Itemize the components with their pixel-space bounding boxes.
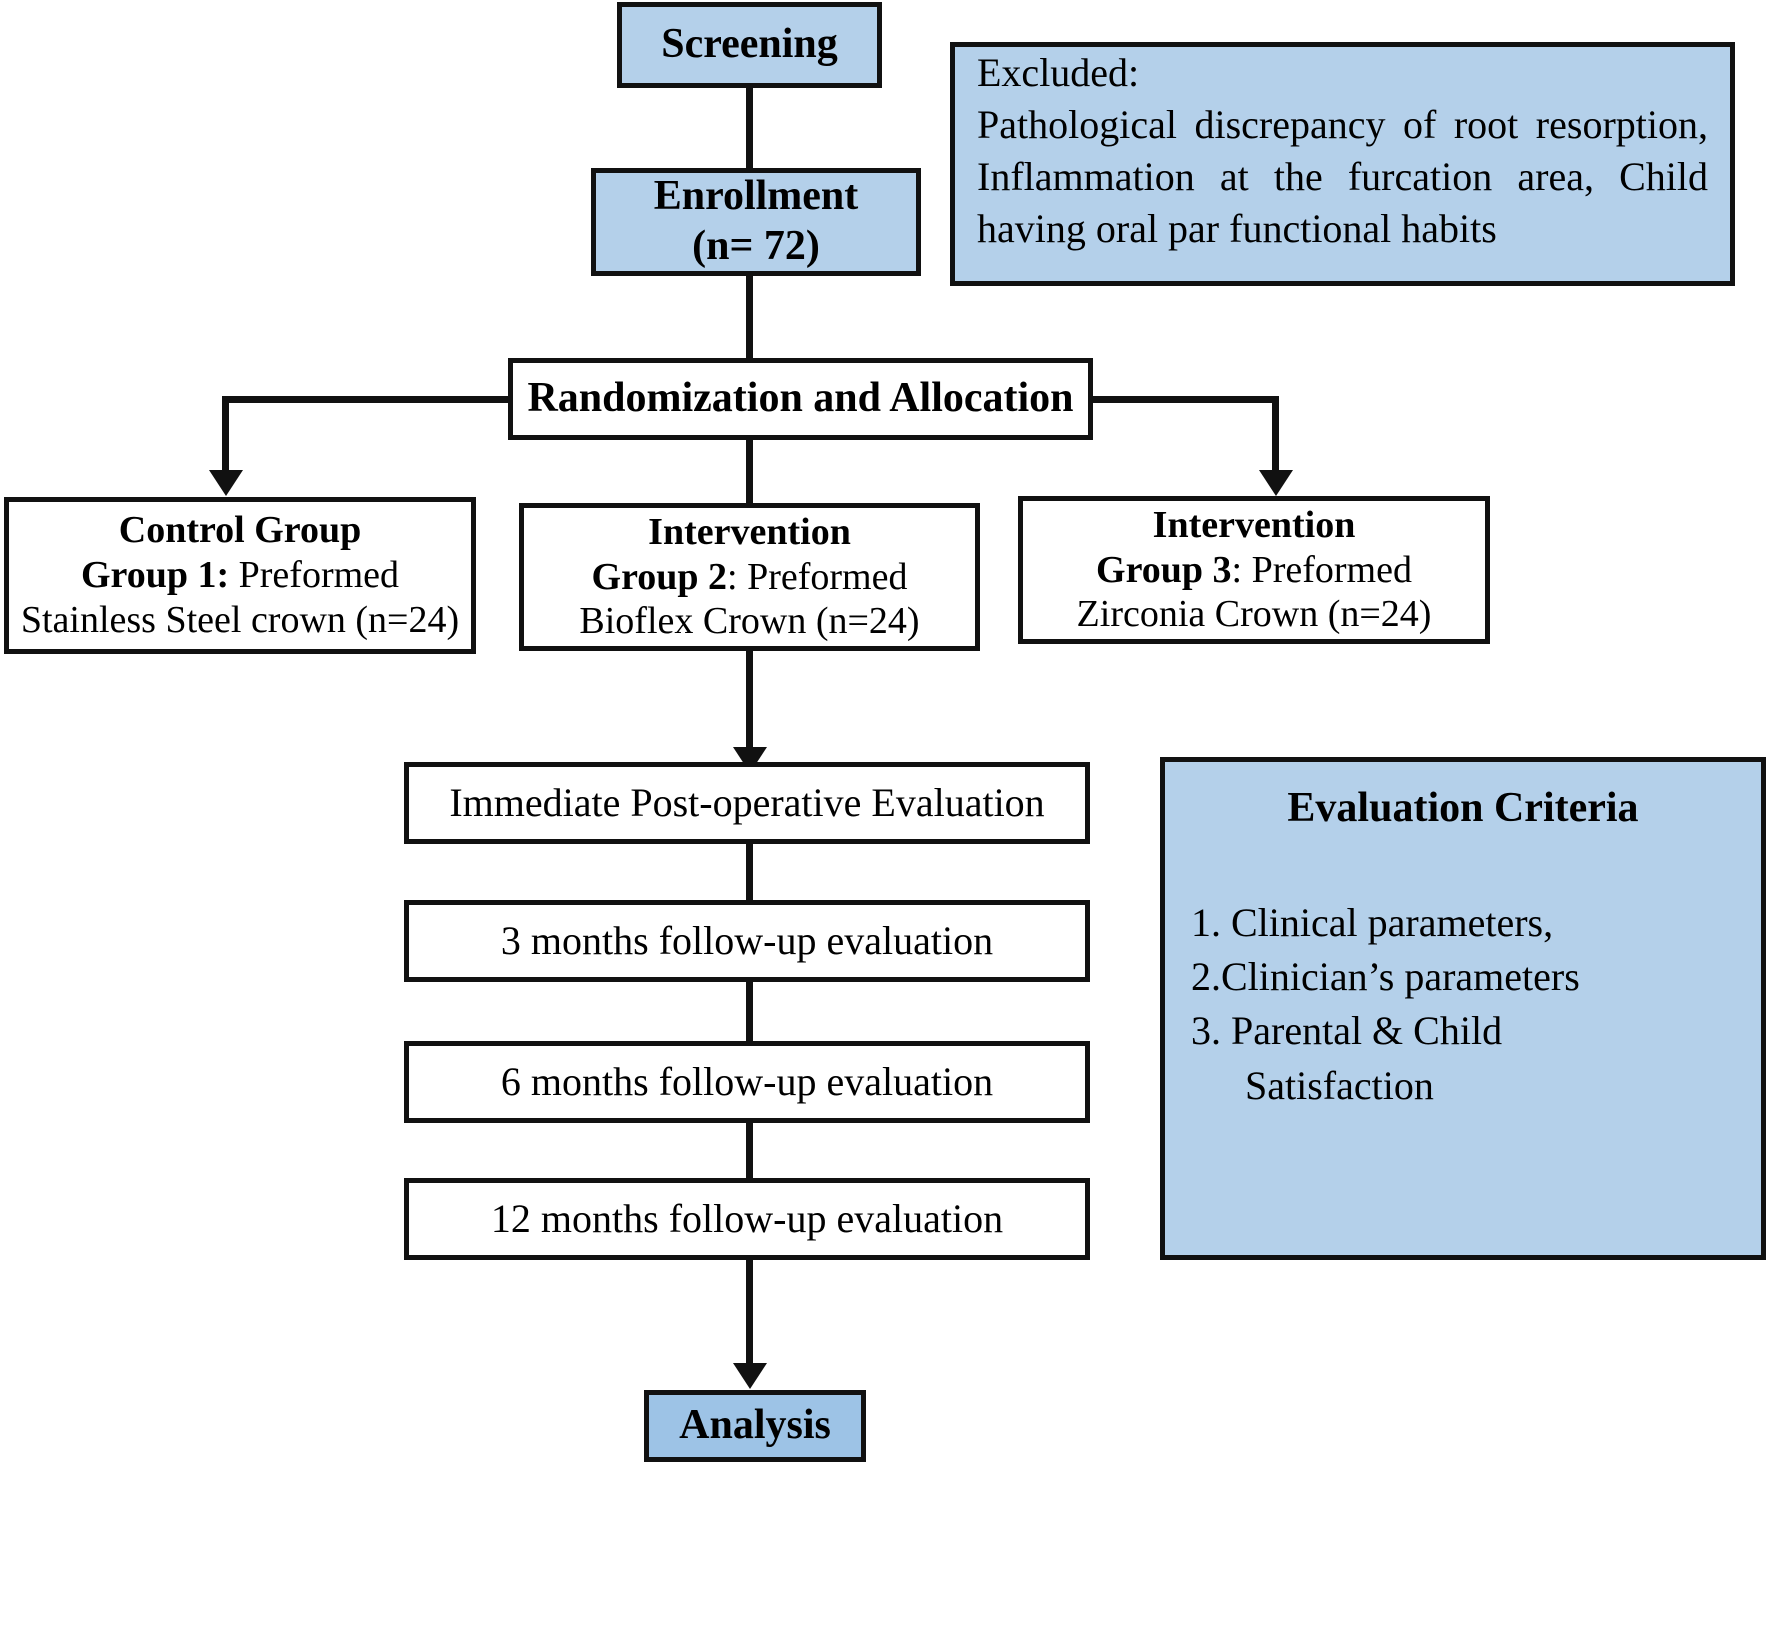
node-eval-immediate-label: Immediate Post-operative Evaluation: [449, 780, 1045, 826]
node-evaluation-criteria: Evaluation Criteria 1. Clinical paramete…: [1160, 757, 1766, 1260]
evaluation-criteria-list: 1. Clinical parameters, 2.Clinician’s pa…: [1191, 896, 1735, 1114]
connector-group2-to-immediate: [746, 651, 753, 761]
node-group1-group-label: Group 1:: [80, 554, 230, 597]
node-group3: Intervention Group 3: Preformed Zirconia…: [1018, 496, 1490, 644]
evaluation-criteria-title: Evaluation Criteria: [1287, 785, 1639, 831]
connector-enrollment-to-randomization: [746, 276, 753, 360]
evaluation-criteria-item: 2.Clinician’s parameters: [1191, 953, 1580, 999]
arrow-to-group1: [209, 470, 243, 496]
arrow-to-group3: [1259, 470, 1293, 496]
node-group2-description: : Preformed Bioflex Crown (n=24): [579, 555, 920, 643]
node-group1-content: Control Group Group 1: Preformed Stainle…: [9, 508, 471, 642]
node-group1-detail: Group 1: Preformed Stainless Steel crown…: [19, 553, 461, 643]
node-group1-description: Preformed Stainless Steel crown (n=24): [20, 554, 460, 641]
node-group3-detail: Group 3: Preformed Zirconia Crown (n=24): [1033, 548, 1475, 638]
node-excluded-content: Excluded: Pathological discrepancy of ro…: [955, 47, 1730, 255]
node-excluded: Excluded: Pathological discrepancy of ro…: [950, 42, 1735, 286]
node-enrollment-label: Enrollment: [653, 173, 859, 220]
node-analysis-label: Analysis: [679, 1402, 831, 1449]
arrow-to-analysis: [733, 1363, 767, 1389]
connector-randomization-center: [746, 440, 753, 505]
node-eval-3m-label: 3 months follow-up evaluation: [500, 918, 994, 964]
connector-randomization-left-vertical: [222, 396, 229, 482]
node-excluded-heading: Excluded:: [977, 50, 1140, 95]
node-enrollment: Enrollment (n= 72): [591, 168, 921, 276]
node-eval-6m: 6 months follow-up evaluation: [404, 1041, 1090, 1123]
node-group2-content: Intervention Group 2: Preformed Bioflex …: [524, 510, 975, 644]
evaluation-criteria-item: Satisfaction: [1245, 1062, 1434, 1108]
node-randomization: Randomization and Allocation: [508, 358, 1093, 440]
node-group3-content: Intervention Group 3: Preformed Zirconia…: [1023, 503, 1485, 637]
node-group2: Intervention Group 2: Preformed Bioflex …: [519, 503, 980, 651]
node-screening-label: Screening: [661, 21, 838, 68]
connector-6m-to-12m: [746, 1123, 753, 1181]
node-group3-group-label: Group 3: [1096, 548, 1232, 591]
node-randomization-label: Randomization and Allocation: [527, 375, 1074, 422]
node-analysis: Analysis: [644, 1390, 866, 1462]
connector-immediate-to-3m: [746, 844, 753, 906]
node-eval-3m: 3 months follow-up evaluation: [404, 900, 1090, 982]
evaluation-criteria-item: 3. Parental & Child: [1191, 1008, 1503, 1054]
connector-3m-to-6m: [746, 982, 753, 1044]
connector-randomization-left-horizontal: [222, 396, 512, 403]
connector-randomization-right-vertical: [1272, 396, 1279, 482]
node-eval-immediate: Immediate Post-operative Evaluation: [404, 762, 1090, 844]
node-group3-description: : Preformed Zirconia Crown (n=24): [1076, 548, 1432, 636]
node-group2-heading: Intervention: [648, 510, 851, 553]
connector-screening-to-enrollment: [746, 88, 753, 170]
node-eval-12m: 12 months follow-up evaluation: [404, 1178, 1090, 1260]
node-screening: Screening: [617, 2, 882, 88]
node-enrollment-count: (n= 72): [692, 223, 820, 269]
node-group3-heading: Intervention: [1152, 503, 1356, 546]
node-enrollment-content: Enrollment (n= 72): [596, 172, 916, 271]
node-group1-heading: Control Group: [118, 509, 362, 552]
node-group2-detail: Group 2: Preformed Bioflex Crown (n=24): [534, 555, 965, 645]
evaluation-criteria-item: 1. Clinical parameters,: [1191, 899, 1554, 945]
node-eval-6m-label: 6 months follow-up evaluation: [500, 1059, 994, 1105]
node-group1: Control Group Group 1: Preformed Stainle…: [4, 497, 476, 654]
node-evaluation-criteria-content: Evaluation Criteria 1. Clinical paramete…: [1165, 762, 1761, 1113]
connector-12m-to-analysis: [746, 1260, 753, 1377]
node-eval-12m-label: 12 months follow-up evaluation: [490, 1196, 1004, 1242]
connector-randomization-right-horizontal: [1093, 396, 1279, 403]
node-excluded-body: Pathological discrepancy of root resorpt…: [977, 102, 1708, 251]
node-group2-group-label: Group 2: [591, 555, 728, 598]
